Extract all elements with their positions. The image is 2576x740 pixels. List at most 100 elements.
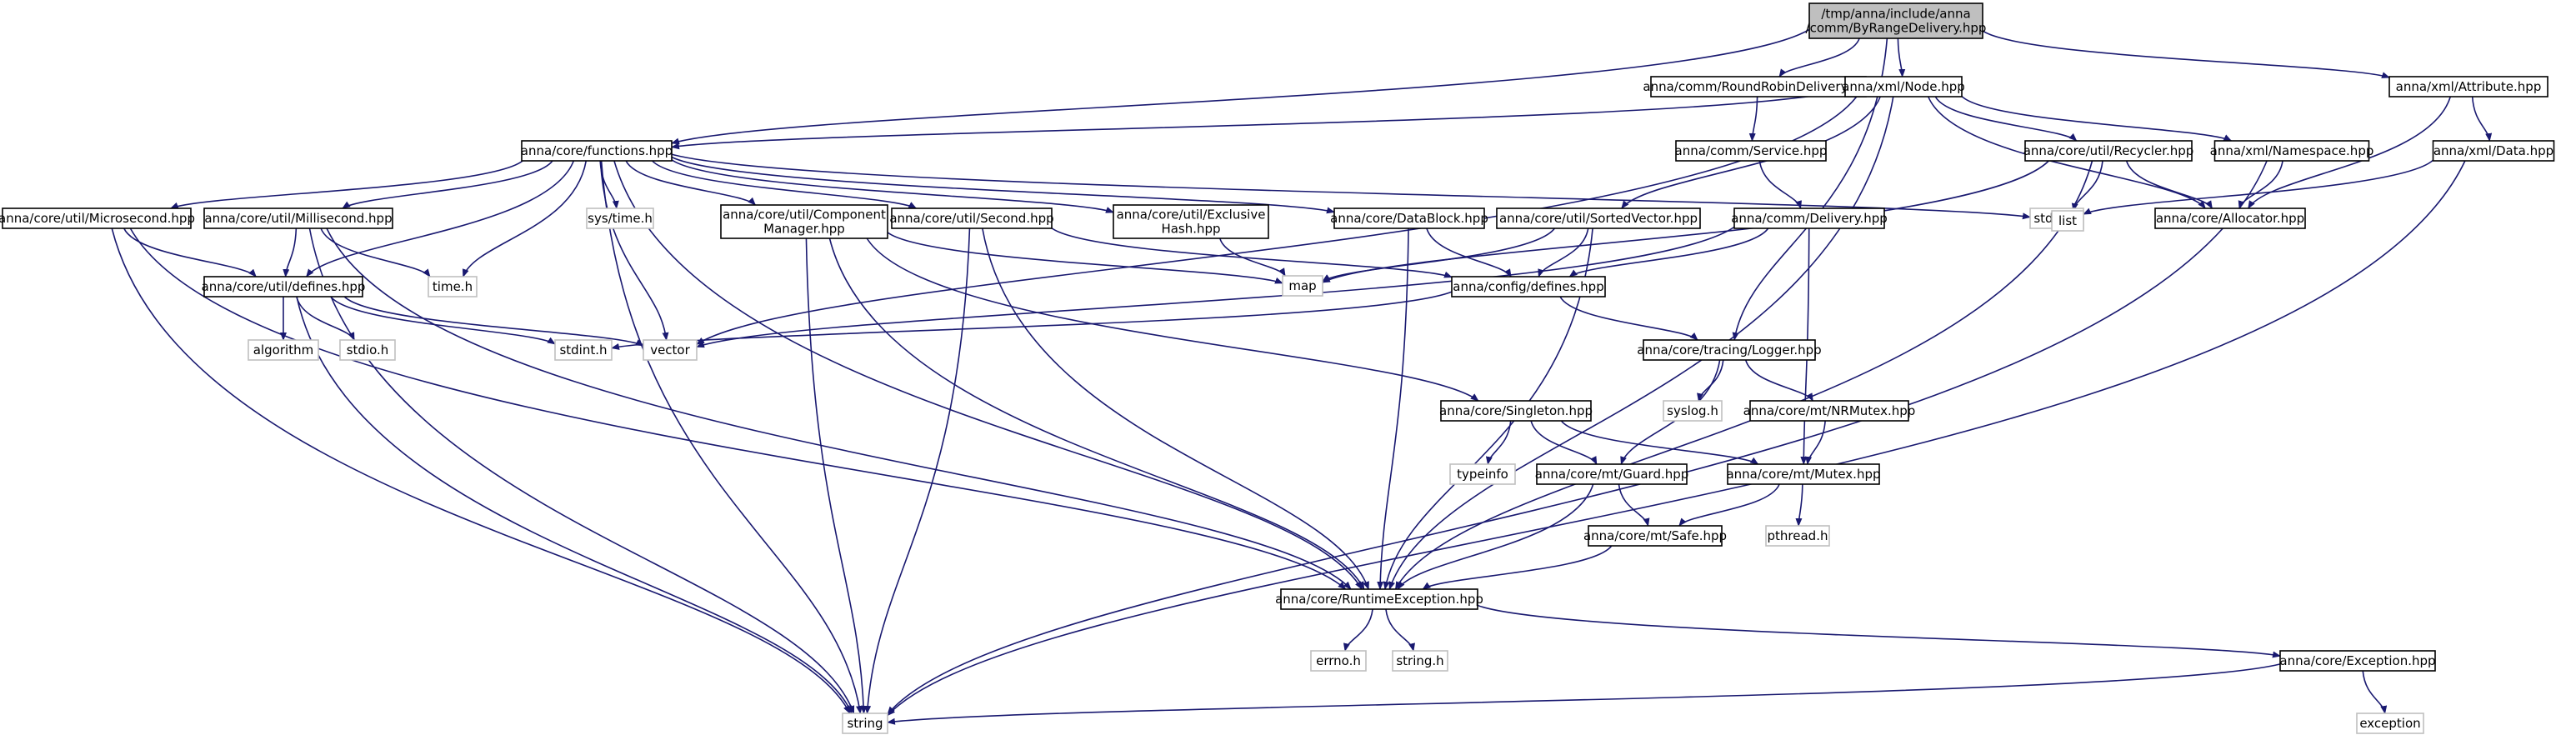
node-xmldata[interactable]: anna/xml/Data.hpp	[2432, 140, 2555, 162]
node-xmldata-label-0: anna/xml/Data.hpp	[2433, 143, 2553, 158]
node-attribute[interactable]: anna/xml/Attribute.hpp	[2388, 76, 2548, 98]
node-microsecond[interactable]: anna/core/util/Microsecond.hpp	[0, 208, 195, 229]
node-list: list	[2051, 210, 2084, 232]
node-namespace[interactable]: anna/xml/Namespace.hpp	[2210, 140, 2374, 162]
node-algorithm-label-0: algorithm	[253, 342, 313, 358]
node-attribute-label-0: anna/xml/Attribute.hpp	[2396, 79, 2542, 94]
node-logger[interactable]: anna/core/tracing/Logger.hpp	[1637, 339, 1822, 361]
node-xmlnode[interactable]: anna/xml/Node.hpp	[1842, 76, 1965, 98]
node-sortedvector[interactable]: anna/core/util/SortedVector.hpp	[1496, 208, 1701, 229]
node-nrmutex-box	[1749, 400, 1909, 422]
node-syslog: syslog.h	[1663, 400, 1723, 422]
node-rrdelivery[interactable]: anna/comm/RoundRobinDelivery.hpp	[1643, 76, 1874, 98]
node-namespace-box	[2213, 140, 2370, 162]
node-functions[interactable]: anna/core/functions.hpp	[521, 140, 673, 162]
node-stdint-box	[554, 339, 613, 361]
edge-delivery-to-mutex	[1800, 228, 1810, 465]
edge-root-to-functions	[671, 28, 1810, 145]
node-timeh: time.h	[428, 276, 478, 298]
edge-millisecond-to-string	[308, 228, 855, 714]
node-mutex[interactable]: anna/core/mt/Mutex.hpp	[1726, 463, 1881, 485]
edge-xmlnode-to-namespace	[1961, 95, 2233, 142]
edge-nrmutex-to-mutex	[1805, 420, 1826, 465]
edge-root-to-rrdelivery	[1778, 38, 1860, 78]
node-configdefines-box	[1451, 276, 1606, 298]
edge-millisecond-to-timeh	[320, 228, 431, 278]
edge-xmlnode-to-allocator	[1928, 96, 2206, 209]
node-systime-label-0: sys/time.h	[588, 211, 653, 226]
node-root[interactable]: /tmp/anna/include/anna/comm/ByRangeDeliv…	[1806, 2, 1987, 39]
node-vector-label-0: vector	[650, 342, 690, 358]
node-safe-label-0: anna/core/mt/Safe.hpp	[1583, 528, 1727, 543]
edge-sortedvector-to-map	[1322, 228, 1556, 282]
node-utildefines[interactable]: anna/core/util/defines.hpp	[202, 276, 366, 298]
edge-utildefines-to-string	[296, 296, 853, 714]
node-microsecond-box	[2, 208, 192, 229]
node-allocator[interactable]: anna/core/Allocator.hpp	[2154, 208, 2306, 229]
edge-configdefines-to-stdint	[611, 291, 1453, 350]
edge-logger-to-guard	[1620, 359, 1721, 465]
node-second[interactable]: anna/core/util/Second.hpp	[889, 208, 1054, 229]
node-stdint: stdint.h	[554, 339, 613, 361]
edge-guard-to-runtimeexc	[1397, 483, 1594, 590]
node-guard[interactable]: anna/core/mt/Guard.hpp	[1535, 463, 1689, 485]
node-exclhash-box	[1113, 204, 1269, 239]
node-exceptionhpp[interactable]: anna/core/Exception.hpp	[2279, 650, 2436, 672]
node-stringh-label-0: string.h	[1396, 653, 1443, 668]
edge-root-to-attribute	[1982, 30, 2390, 78]
node-pthread-box	[1765, 525, 1830, 547]
edge-xmlnode-to-functions	[671, 88, 1846, 150]
node-typeinfo-label-0: typeinfo	[1457, 467, 1508, 482]
node-vector-box	[643, 339, 698, 361]
edge-functions-to-exclhash	[671, 159, 1114, 213]
node-runtimeexc-label-0: anna/core/RuntimeException.hpp	[1275, 592, 1483, 607]
node-second-box	[891, 208, 1053, 229]
node-systime-box	[586, 208, 654, 229]
node-utildefines-box	[203, 276, 363, 298]
node-pthread-label-0: pthread.h	[1768, 528, 1828, 543]
edge-xmlnode-to-sortedvector	[1621, 96, 1881, 209]
node-allocator-label-0: anna/core/Allocator.hpp	[2156, 211, 2304, 226]
edge-sortedvector-to-configdefines	[1538, 228, 1589, 278]
edge-service-to-delivery	[1758, 160, 1802, 209]
node-exception-box	[2356, 712, 2424, 734]
node-nrmutex[interactable]: anna/core/mt/NRMutex.hpp	[1743, 400, 1916, 422]
node-map: map	[1282, 275, 1323, 297]
node-singleton[interactable]: anna/core/Singleton.hpp	[1439, 400, 1593, 422]
node-runtimeexc[interactable]: anna/core/RuntimeException.hpp	[1275, 588, 1483, 610]
node-service[interactable]: anna/comm/Service.hpp	[1675, 140, 1828, 162]
node-errnoh: errno.h	[1310, 650, 1367, 672]
node-sortedvector-box	[1496, 208, 1701, 229]
node-mutex-label-0: anna/core/mt/Mutex.hpp	[1726, 467, 1880, 482]
node-configdefines[interactable]: anna/config/defines.hpp	[1451, 276, 1606, 298]
node-millisecond[interactable]: anna/core/util/Millisecond.hpp	[203, 208, 393, 229]
node-xmldata-box	[2432, 140, 2555, 162]
node-syslog-box	[1663, 400, 1723, 422]
node-delivery[interactable]: anna/comm/Delivery.hpp	[1731, 208, 1888, 229]
edge-recycler-to-allocator	[2125, 160, 2213, 209]
edge-functions-to-string	[600, 160, 863, 714]
edge-millisecond-to-utildefines	[283, 228, 298, 278]
node-namespace-label-0: anna/xml/Namespace.hpp	[2210, 143, 2374, 158]
node-timeh-box	[428, 276, 478, 298]
edge-logger-to-nrmutex	[1744, 359, 1813, 402]
edge-datablock-to-runtimeexc	[1377, 228, 1409, 590]
edge-xmldata-to-stdlib	[2083, 159, 2434, 215]
edge-microsecond-to-runtimeexc	[129, 228, 1347, 590]
node-recycler-label-0: anna/core/util/Recycler.hpp	[2023, 143, 2194, 158]
edge-compmanager-to-map	[887, 232, 1283, 284]
node-syslog-label-0: syslog.h	[1667, 403, 1718, 418]
node-recycler[interactable]: anna/core/util/Recycler.hpp	[2023, 140, 2194, 162]
node-logger-box	[1643, 339, 1816, 361]
node-safe[interactable]: anna/core/mt/Safe.hpp	[1583, 525, 1727, 547]
edge-xmldata-to-string	[887, 160, 2466, 717]
node-datablock[interactable]: anna/core/DataBlock.hpp	[1330, 208, 1488, 229]
edge-utildefines-to-stdint	[330, 296, 556, 345]
edge-runtimeexc-to-exceptionhpp	[1477, 604, 2281, 658]
edge-millisecond-to-runtimeexc	[326, 228, 1352, 590]
edges-layer	[111, 28, 2493, 725]
edge-functions-to-runtimeexc	[613, 160, 1363, 590]
node-delivery-label-0: anna/comm/Delivery.hpp	[1731, 211, 1888, 226]
